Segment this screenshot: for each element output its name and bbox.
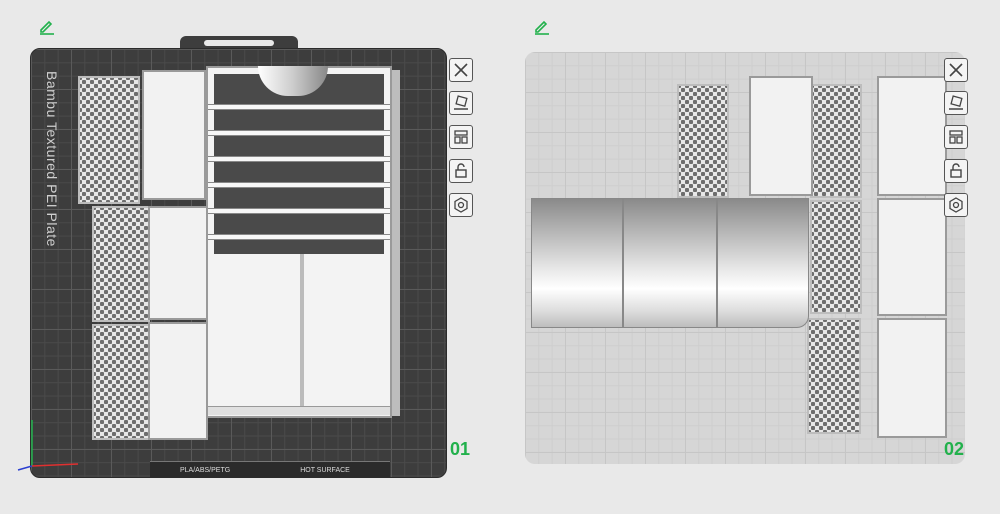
hex-panel[interactable] xyxy=(677,84,729,198)
lock-icon[interactable] xyxy=(449,159,473,183)
hex-panel[interactable] xyxy=(78,76,140,204)
build-plate-2[interactable] xyxy=(525,52,965,464)
drawer-box[interactable] xyxy=(877,318,947,438)
drawer-box[interactable] xyxy=(877,198,947,316)
hex-panel[interactable] xyxy=(92,206,150,322)
hot-surface-label: HOT SURFACE xyxy=(300,466,350,474)
pencil-icon[interactable] xyxy=(533,17,551,35)
arrange-icon[interactable] xyxy=(449,125,473,149)
shelf-board xyxy=(208,208,390,214)
curved-drawer-front[interactable] xyxy=(531,198,623,328)
hex-panel[interactable] xyxy=(810,84,862,198)
shelf-divider xyxy=(300,254,304,412)
hex-panel[interactable] xyxy=(810,200,862,314)
build-plate-1[interactable]: Bambu Textured PEI Plate PLA/ABS/PETG HO… xyxy=(17,36,447,480)
plate-number: 01 xyxy=(450,439,471,459)
curved-drawer-front[interactable] xyxy=(717,198,809,328)
drawer-box[interactable] xyxy=(142,70,206,200)
bed-type-label: Bambu Textured PEI Plate xyxy=(44,71,60,247)
shelf-unit[interactable] xyxy=(206,66,392,418)
close-icon[interactable] xyxy=(449,58,473,82)
material-label: PLA/ABS/PETG xyxy=(180,466,231,474)
bed-label-strip: PLA/ABS/PETG HOT SURFACE xyxy=(150,461,390,478)
auto-orient-icon[interactable] xyxy=(944,91,968,115)
pencil-icon[interactable] xyxy=(38,17,56,35)
settings-hex-icon[interactable] xyxy=(944,193,968,217)
settings-hex-icon[interactable] xyxy=(449,193,473,217)
shelf-back-shadow xyxy=(214,74,384,254)
close-icon[interactable] xyxy=(944,58,968,82)
hex-panel[interactable] xyxy=(807,318,861,434)
axis-gizmo xyxy=(17,420,79,471)
drawer-box[interactable] xyxy=(749,76,813,196)
shelf-bottom xyxy=(208,406,390,415)
curved-drawer-front[interactable] xyxy=(623,198,717,328)
drawer-box[interactable] xyxy=(148,322,208,440)
hex-panel[interactable] xyxy=(92,324,150,440)
shelf-board xyxy=(208,234,390,240)
shelf-side xyxy=(392,70,400,416)
shelf-board xyxy=(208,104,390,110)
lock-icon[interactable] xyxy=(944,159,968,183)
auto-orient-icon[interactable] xyxy=(449,91,473,115)
shelf-board xyxy=(208,130,390,136)
shelf-board xyxy=(208,182,390,188)
shelf-board xyxy=(208,156,390,162)
drawer-box[interactable] xyxy=(877,76,947,196)
plate-handle-slot xyxy=(204,40,274,46)
drawer-box[interactable] xyxy=(148,206,208,320)
plate-number: 02 xyxy=(944,439,965,459)
arrange-icon[interactable] xyxy=(944,125,968,149)
